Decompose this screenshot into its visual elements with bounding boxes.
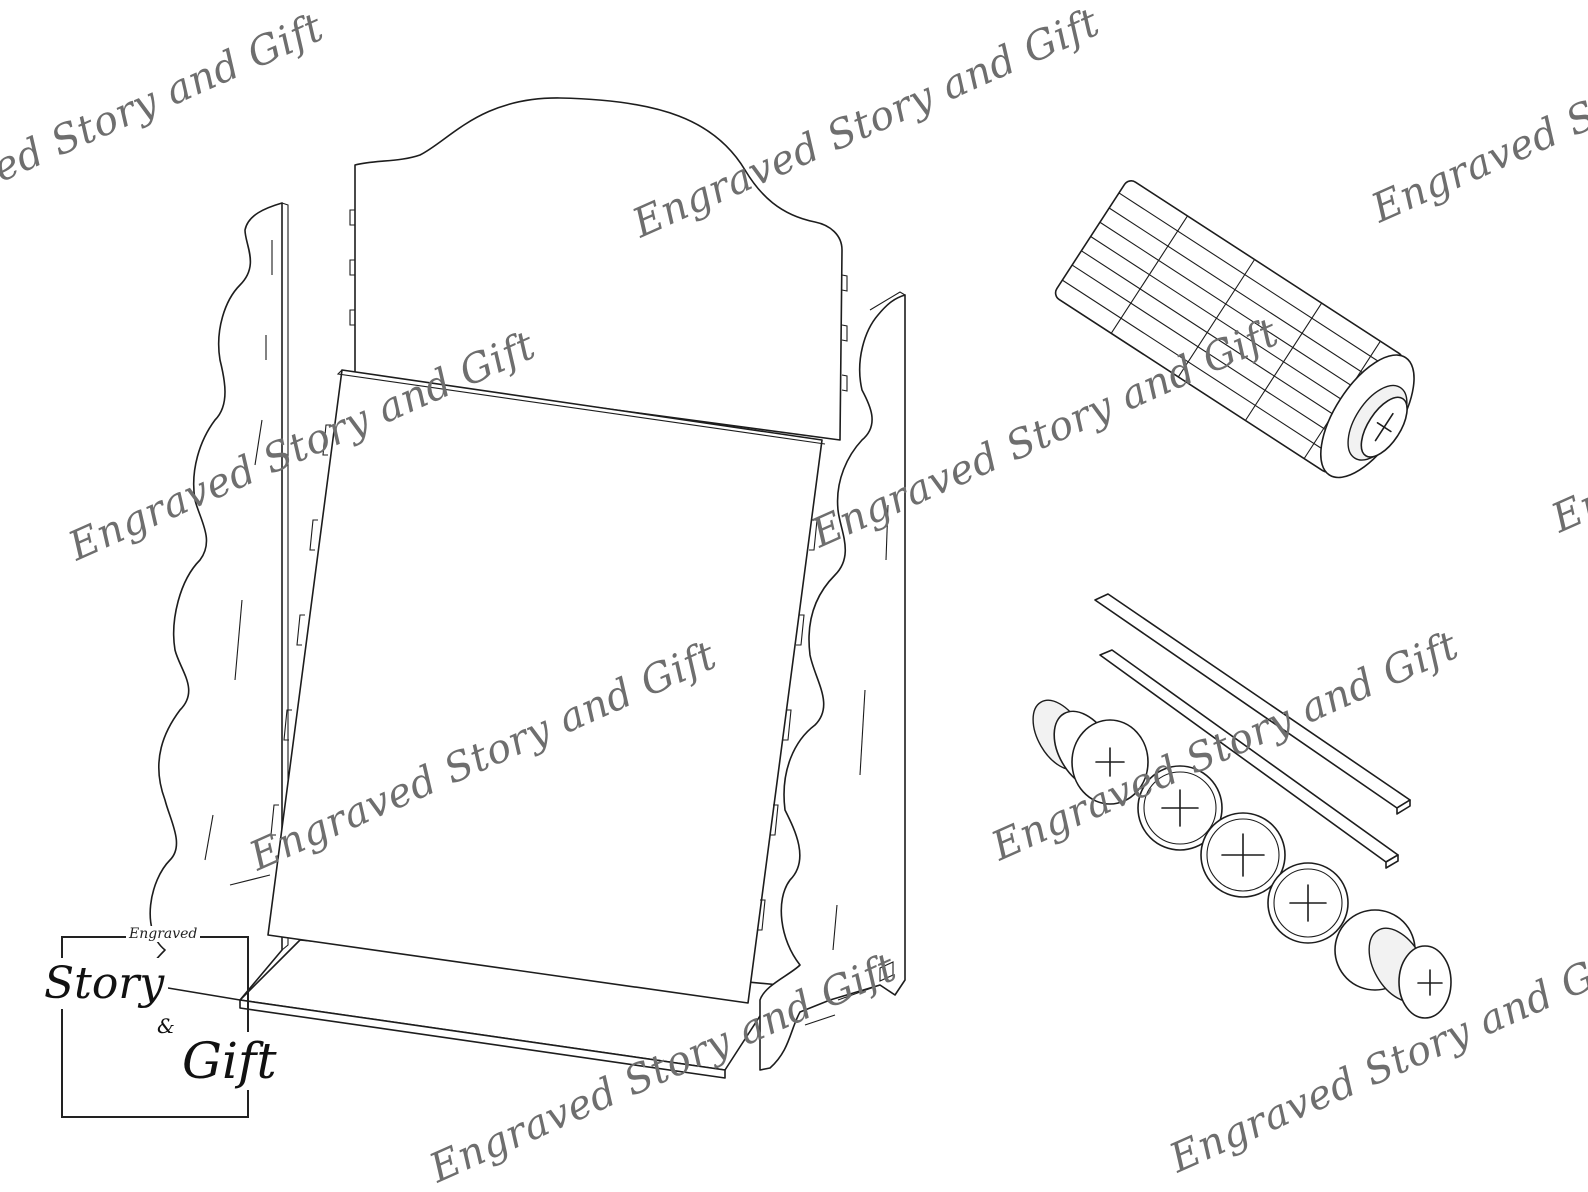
left-side-panel [147, 202, 283, 1001]
logo-gift: Gift [178, 1032, 281, 1090]
logo-ampersand: & [157, 1014, 175, 1038]
display-stand [147, 97, 906, 1079]
front-shelf-board [267, 369, 823, 1004]
right-side-panel [759, 294, 906, 1071]
end-cap-right [1334, 909, 1452, 1019]
exploded-roller [1032, 593, 1452, 1019]
gear-3 [1267, 862, 1349, 944]
end-cap-left [1032, 699, 1149, 805]
back-panel [354, 97, 843, 441]
logo-story: Story [40, 958, 169, 1009]
logo-engraved: Engraved [126, 926, 201, 942]
gear-2 [1200, 812, 1286, 898]
gear-1 [1137, 765, 1223, 851]
assembled-roller [1054, 180, 1415, 479]
